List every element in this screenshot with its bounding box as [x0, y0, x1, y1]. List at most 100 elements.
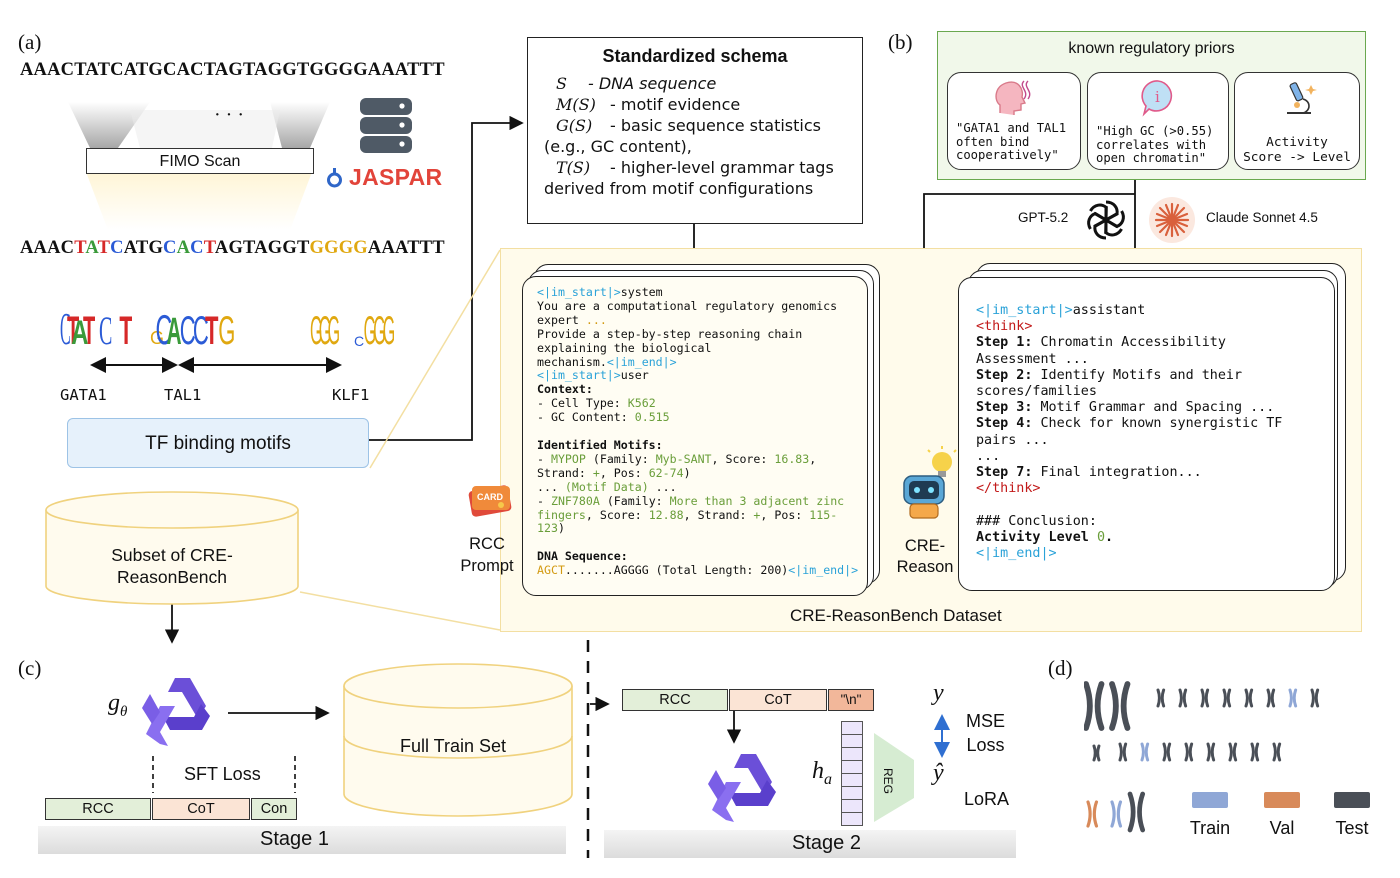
- sequence-segment: A: [85, 238, 98, 258]
- schema-title: Standardized schema: [602, 46, 788, 66]
- chromosome: [1206, 742, 1216, 762]
- schema-symbol: G(S): [556, 116, 593, 135]
- stage1-token-rcc: RCC: [45, 798, 151, 820]
- hidden-vector-cell: [841, 812, 863, 826]
- sequence-segment: C: [163, 238, 177, 258]
- answer-line: <|im_start|>assistant: [976, 303, 1146, 318]
- answer-line: Step 3: Motif Grammar and Spacing ...: [976, 400, 1275, 416]
- schema-symbol: M(S): [556, 95, 596, 114]
- svg-text:T: T: [67, 307, 79, 348]
- legend-label: Val: [1269, 818, 1295, 838]
- prior-text-activity: Activity Score -> Level: [1243, 135, 1351, 166]
- stage2-token-cot: CoT: [729, 689, 827, 711]
- prior-text-cooperativity: "GATA1 and TAL1 often bind cooperatively…: [956, 121, 1067, 163]
- schema-line: G(S)- basic sequence statistics: [556, 116, 821, 135]
- scan-glow: [86, 172, 312, 230]
- sequence-segment: C: [110, 238, 124, 258]
- schema-line: (e.g., GC content),: [544, 137, 692, 156]
- stage1-token-con: Con: [251, 798, 297, 820]
- schema-line: S- DNA sequence: [556, 74, 717, 93]
- head-dna-icon: [995, 80, 1031, 115]
- hidden-vector-cell: [841, 773, 863, 787]
- model-symbol: gθ: [108, 690, 128, 720]
- answer-line: ### Conclusion:: [976, 513, 1097, 529]
- lora-label: LoRA: [964, 789, 1010, 809]
- dataset-label: CRE-ReasonBench Dataset: [790, 606, 1002, 625]
- qwen-logo-stage2-icon: [708, 754, 776, 822]
- fimo-scan-label: FIMO Scan: [159, 153, 241, 170]
- target-y: y: [933, 680, 944, 706]
- panel-label-a: (a): [18, 30, 42, 54]
- sequence-segment: T: [74, 238, 86, 258]
- answer-line: ...: [976, 448, 1001, 464]
- svg-text:G: G: [373, 309, 385, 348]
- legend-item: Test: [1326, 792, 1378, 839]
- dna-sequence-colored: AAACTATCATGCACTAGTAGGTGGGGAAATTT: [20, 238, 445, 259]
- svg-text:G: G: [328, 309, 340, 348]
- legend-label: Train: [1189, 818, 1231, 838]
- answer-line: Assessment ...: [976, 351, 1089, 367]
- svg-text:C: C: [354, 333, 364, 348]
- priors-title: known regulatory priors: [1068, 40, 1235, 57]
- prompt-line: - MYPOP (Family: Myb-SANT, Score: 16.83,: [537, 451, 817, 466]
- cre-reason-label: CRE- Reason: [896, 537, 954, 576]
- chromosome: [1244, 688, 1254, 708]
- prior-card-gc: i "High GC (>0.55) correlates with open …: [1087, 72, 1229, 170]
- subset-database: [44, 490, 300, 612]
- prompt-line: 123): [537, 521, 565, 536]
- svg-text:C: C: [193, 308, 209, 348]
- svg-text:C: C: [60, 304, 71, 348]
- gata1-motif-logo: C T A T C T: [60, 288, 133, 355]
- prompt-line: [537, 536, 858, 550]
- svg-text:C: C: [180, 308, 196, 348]
- reg-head: [874, 733, 914, 822]
- svg-text:C: C: [156, 307, 173, 348]
- jaspar-glyph-icon: [327, 167, 342, 187]
- legend-label: Test: [1335, 818, 1369, 838]
- motif-name-klf1: KLF1: [332, 386, 370, 404]
- prompt-line: expert ...: [537, 312, 607, 327]
- prompt-line: You are a computational regulatory genom…: [537, 298, 838, 313]
- chromosome: [1222, 688, 1232, 708]
- prompt-line: mechanism.<|im_end|>: [537, 354, 677, 369]
- prompt-line: Provide a step-by-step reasoning chain: [537, 326, 803, 341]
- motif-name-gata1: GATA1: [60, 386, 107, 404]
- chromosome: [1083, 681, 1105, 731]
- stage1-label: Stage 1: [260, 828, 329, 850]
- claude-logo-icon: [1149, 197, 1195, 243]
- split-legend: Train Val Test: [1182, 792, 1378, 839]
- full-train-set-label: Full Train Set: [400, 736, 507, 756]
- fimo-scan-box: FIMO Scan: [86, 148, 314, 174]
- schema-symbol: T(S): [556, 158, 591, 177]
- chromosome: [1228, 742, 1238, 762]
- svg-text:G: G: [150, 328, 164, 348]
- sequence-segment: GGGG: [309, 238, 368, 258]
- prompt-line: DNA Sequence:: [537, 549, 628, 564]
- answer-line: Step 1: Chromatin Accessibility: [976, 335, 1226, 351]
- panel-label-b: (b): [888, 30, 913, 54]
- database-icon: [356, 92, 416, 160]
- prompt-line: explaining the biological: [537, 340, 712, 355]
- sequence-segment: ATG: [123, 238, 164, 258]
- gpt-label: GPT-5.2: [1018, 210, 1069, 225]
- chromosome: [1140, 742, 1150, 762]
- schema-line: T(S)- higher-level grammar tags: [556, 158, 834, 177]
- chromosome: [1184, 742, 1194, 762]
- microscope-icon: [1287, 82, 1317, 114]
- hidden-state-vector: [841, 721, 863, 826]
- svg-text:A: A: [71, 314, 88, 348]
- hidden-vector-cell: [841, 786, 863, 800]
- schema-line: derived from motif configurations: [544, 179, 814, 198]
- answer-line: scores/families: [976, 384, 1097, 400]
- hidden-state-symbol: ha: [812, 758, 832, 788]
- motif-name-tal1: TAL1: [164, 386, 202, 404]
- rcc-prompt-label: RCC Prompt: [460, 535, 514, 575]
- sequence-segment: T: [97, 238, 111, 258]
- chromosome: [1200, 688, 1210, 708]
- hidden-vector-cell: [841, 799, 863, 813]
- prompt-line: <|im_start|>user: [537, 368, 649, 383]
- legend-item: Val: [1256, 792, 1308, 839]
- answer-line: <think>: [976, 319, 1033, 335]
